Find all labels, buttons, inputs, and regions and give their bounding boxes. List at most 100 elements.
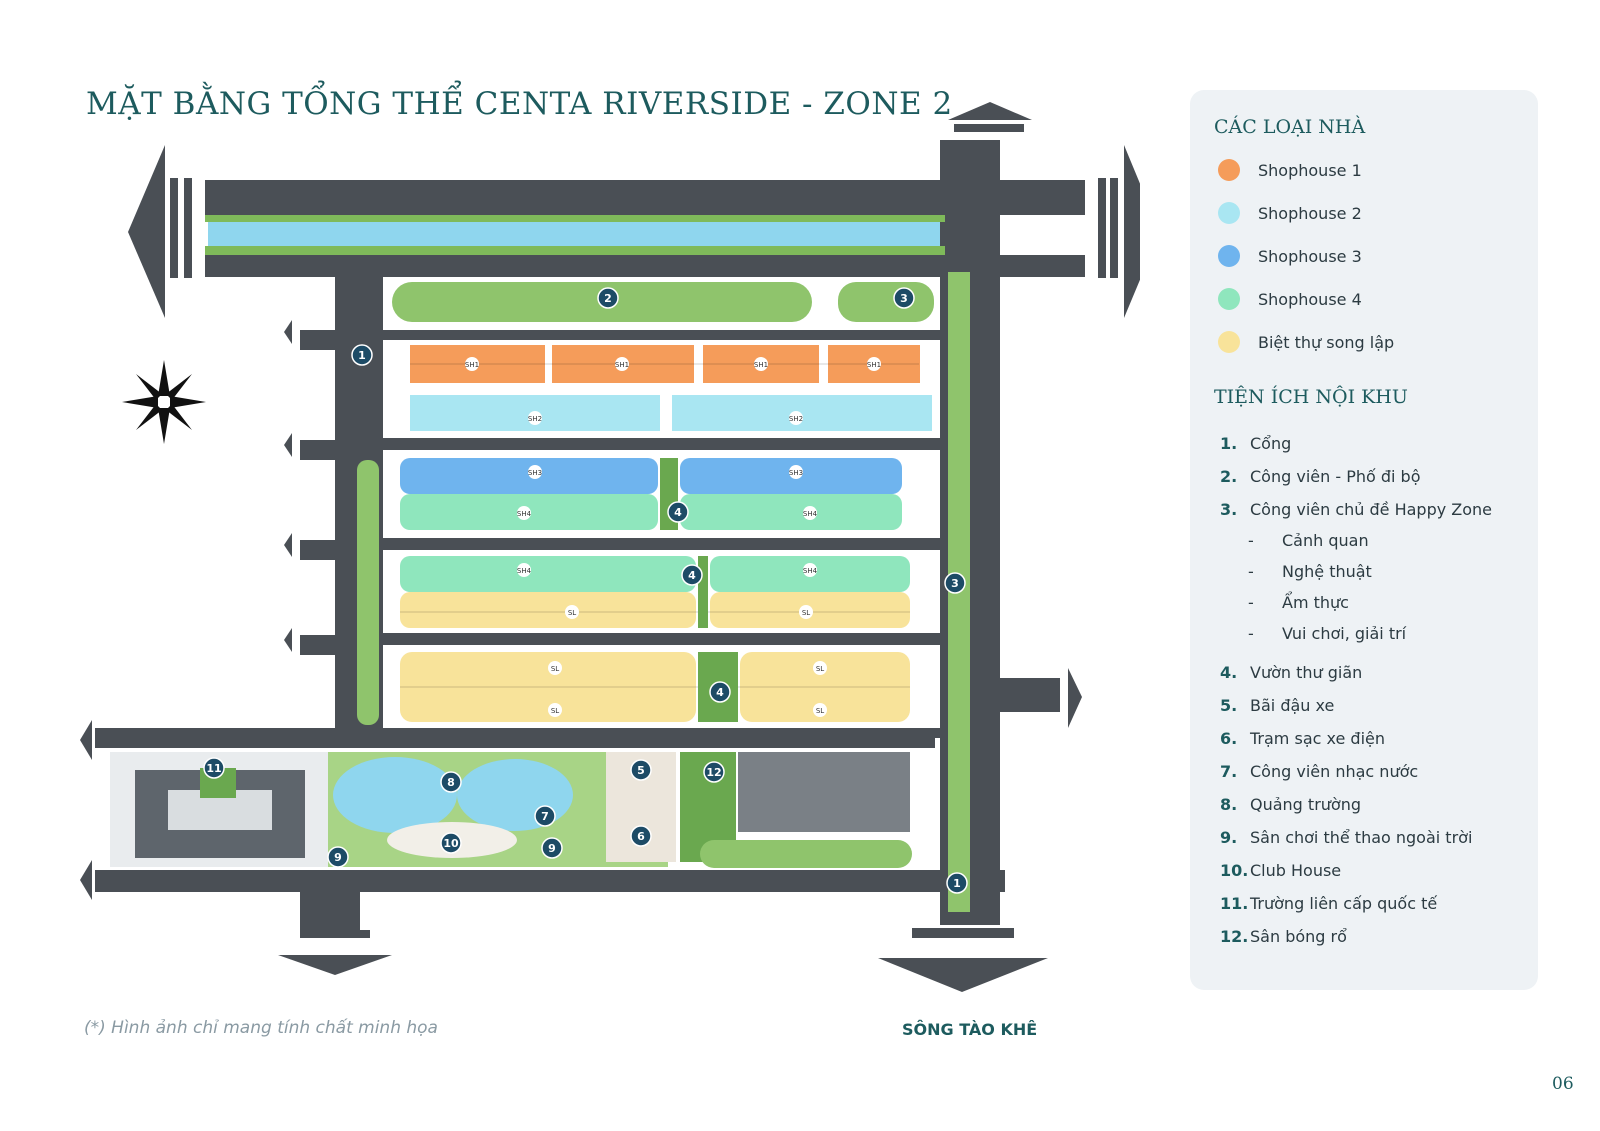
amenity-subitem: -Nghệ thuật (1248, 562, 1372, 581)
lake-east (457, 759, 573, 831)
legend-item-villa: Biệt thự song lập (1218, 327, 1394, 357)
legend-item-shophouse-1: Shophouse 1 (1218, 155, 1362, 185)
legend-label: Shophouse 4 (1258, 289, 1362, 309)
marker-4: 4 (688, 569, 696, 582)
amenity-item: 12.Sân bóng rổ (1220, 927, 1347, 946)
label-sh2: SH2 (789, 415, 803, 423)
legend-item-shophouse-4: Shophouse 4 (1218, 284, 1362, 314)
label-sh3: SH3 (789, 469, 803, 477)
marker-5: 5 (637, 764, 645, 777)
river-label: SÔNG TÀO KHÊ (902, 1020, 1038, 1039)
label-sl: SL (551, 707, 559, 715)
marker-4: 4 (674, 506, 682, 519)
marker-1: 1 (953, 877, 961, 890)
marker-8: 8 (447, 776, 455, 789)
legend-dot (1218, 245, 1240, 267)
block-sh2 (410, 395, 932, 431)
amenity-item: 2.Công viên - Phố đi bộ (1220, 467, 1421, 486)
amenity-item: 4.Vườn thư giãn (1220, 663, 1363, 682)
label-sh4: SH4 (517, 567, 532, 575)
marker-12: 12 (706, 766, 721, 779)
label-sh4: SH4 (517, 510, 532, 518)
site-plan-svg: SH1 SH1 SH1 SH1 SH2 SH2 SH3 SH3 SH4 SH4 … (80, 102, 1140, 992)
label-sh1: SH1 (754, 361, 768, 369)
housing-types-heading: CÁC LOẠI NHÀ (1214, 116, 1366, 138)
park-3-top (838, 282, 934, 322)
marker-9: 9 (334, 851, 342, 864)
label-sh1: SH1 (615, 361, 629, 369)
marker-11: 11 (206, 762, 221, 775)
direction-arrow-icon (278, 955, 392, 975)
legend-dot (1218, 202, 1240, 224)
footnote: (*) Hình ảnh chỉ mang tính chất minh họa (84, 1018, 438, 1038)
legend-label: Shophouse 1 (1258, 160, 1362, 180)
canal-trees (205, 215, 945, 255)
legend-dot (1218, 288, 1240, 310)
label-sl: SL (568, 609, 576, 617)
label-sl: SL (816, 665, 824, 673)
amenity-item: 8.Quảng trường (1220, 795, 1361, 814)
amenity-subitem: -Ẩm thực (1248, 593, 1349, 612)
legend-item-shophouse-3: Shophouse 3 (1218, 241, 1362, 271)
marker-10: 10 (443, 837, 459, 850)
legend-item-shophouse-2: Shophouse 2 (1218, 198, 1362, 228)
label-sh2: SH2 (528, 415, 542, 423)
direction-arrow-icon (284, 433, 292, 457)
green-strip (700, 840, 912, 868)
legend-label: Shophouse 2 (1258, 203, 1362, 223)
marker-2: 2 (604, 292, 612, 305)
direction-arrow-icon (80, 720, 92, 760)
marker-9: 9 (548, 842, 556, 855)
direction-arrow-icon (948, 102, 1032, 120)
label-sh4: SH4 (803, 567, 818, 575)
direction-arrow-icon (1124, 145, 1140, 318)
page-number: 06 (1552, 1074, 1574, 1094)
direction-arrow-icon (284, 320, 292, 344)
car-park (738, 752, 910, 832)
amenities-heading: TIỆN ÍCH NỘI KHU (1214, 386, 1408, 408)
amenity-subitem: -Vui chơi, giải trí (1248, 624, 1407, 643)
site-map: SH1 SH1 SH1 SH1 SH2 SH2 SH3 SH3 SH4 SH4 … (80, 102, 1140, 992)
legend-panel: CÁC LOẠI NHÀ Shophouse 1 Shophouse 2 Sho… (1190, 90, 1538, 990)
amenity-item: 7.Công viên nhạc nước (1220, 762, 1419, 781)
label-sh1: SH1 (867, 361, 881, 369)
compass-icon (122, 360, 206, 444)
marker-3: 3 (951, 577, 959, 590)
direction-arrow-icon (1068, 668, 1082, 728)
median-green (357, 460, 379, 725)
marker-6: 6 (637, 830, 645, 843)
label-sh4: SH4 (803, 510, 818, 518)
amenity-item: 11.Trường liên cấp quốc tế (1220, 894, 1438, 913)
legend-dot (1218, 331, 1240, 353)
block-sh3 (400, 458, 902, 494)
label-sh3: SH3 (528, 469, 542, 477)
lake-west (333, 757, 457, 833)
marker-1: 1 (358, 349, 366, 362)
marker-7: 7 (541, 810, 549, 823)
label-sl: SL (802, 609, 810, 617)
amenity-item: 5.Bãi đậu xe (1220, 696, 1335, 715)
block-labels: SH1 SH1 SH1 SH1 SH2 SH2 SH3 SH3 SH4 SH4 … (465, 357, 881, 717)
legend-label: Shophouse 3 (1258, 246, 1362, 266)
direction-arrow-icon (284, 533, 292, 557)
label-sh1: SH1 (465, 361, 479, 369)
canal (208, 222, 940, 246)
amenity-item: 3.Công viên chủ đề Happy Zone (1220, 500, 1493, 519)
legend-dot (1218, 159, 1240, 181)
direction-arrow-icon (80, 102, 1140, 992)
amenity-markers: 1 2 3 3 4 4 4 5 6 7 8 9 9 10 11 12 1 (203, 287, 968, 894)
label-sl: SL (551, 665, 559, 673)
direction-arrow-icon (80, 860, 92, 900)
amenity-item: 6.Trạm sạc xe điện (1220, 729, 1385, 748)
lot-dividers (400, 363, 919, 688)
direction-arrow-icon (284, 628, 292, 652)
amenity-subitem: -Cảnh quan (1248, 531, 1369, 550)
page-title: MẶT BẰNG TỔNG THỂ CENTA RIVERSIDE - ZONE… (86, 86, 953, 122)
direction-arrow-icon (878, 958, 1048, 992)
amenity-item: 9.Sân chơi thể thao ngoài trời (1220, 828, 1473, 847)
amenity-item: 10.Club House (1220, 861, 1342, 880)
label-sl: SL (816, 707, 824, 715)
direction-arrow-icon (128, 145, 165, 318)
marker-3: 3 (900, 292, 908, 305)
marker-4: 4 (716, 686, 724, 699)
